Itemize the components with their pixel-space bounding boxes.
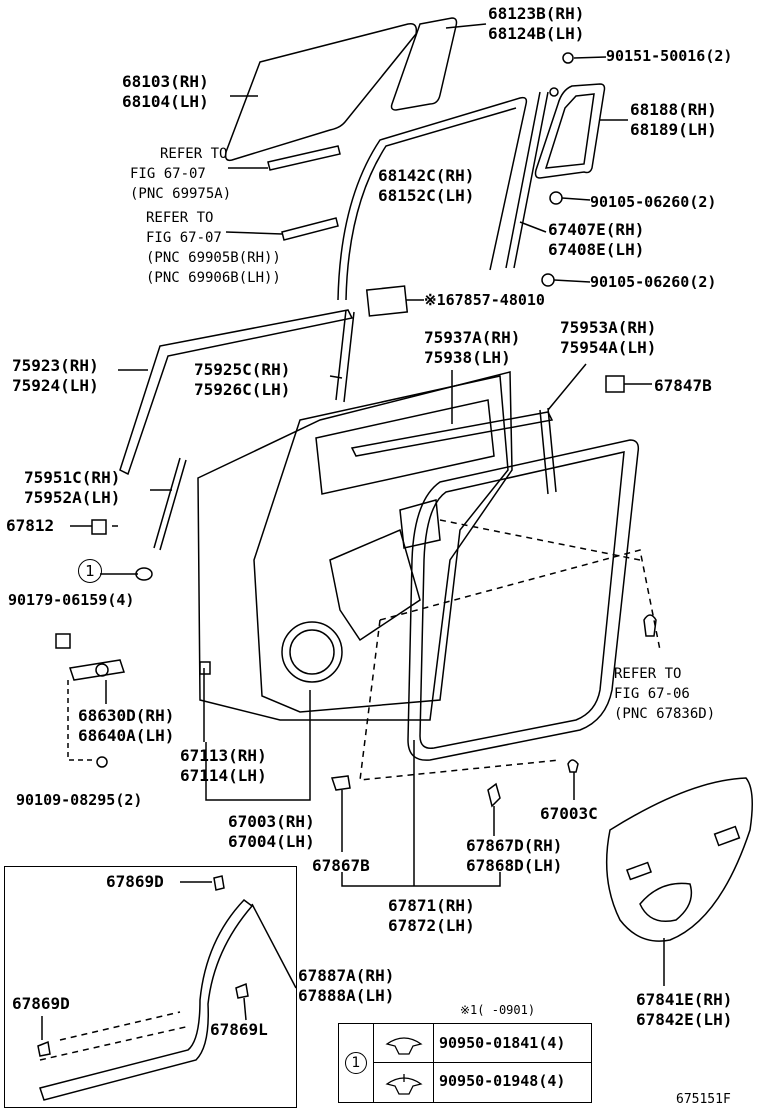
fixed-glass <box>534 83 606 179</box>
label-68123b: 68123B(RH)68124B(LH) <box>488 4 585 43</box>
label-75951c: 75951C(RH)75952A(LH) <box>24 468 121 507</box>
clip-icon <box>91 519 107 535</box>
label-75925c: 75925C(RH)75926C(LH) <box>194 360 291 399</box>
outer-weatherstrip <box>350 411 554 457</box>
label-67407e: 67407E(RH)67408E(LH) <box>548 220 645 259</box>
screw-icon <box>562 52 574 64</box>
label-68188: 68188(RH)68189(LH) <box>630 100 717 139</box>
division-bar <box>505 91 549 269</box>
door-inner-panel <box>253 375 509 713</box>
label-67887a: 67887A(RH)67888A(LH) <box>298 966 395 1005</box>
regulator <box>329 528 421 642</box>
label-67869d-top: 67869D <box>106 872 164 891</box>
label-68142c: 68142C(RH)68152C(LH) <box>378 166 475 205</box>
label-90105-a: 90105-06260(2) <box>590 193 717 211</box>
label-67113: 67113(RH)67114(LH) <box>180 746 267 785</box>
label-75923: 75923(RH)75924(LH) <box>12 356 99 395</box>
run-channel <box>337 96 528 301</box>
block-icon <box>605 375 625 393</box>
label-90179: 90179-06159(4) <box>8 591 135 609</box>
clip-icon <box>213 875 225 891</box>
label-90151: 90151-50016(2) <box>606 47 733 65</box>
door-glass <box>224 22 418 162</box>
label-67003: 67003(RH)67004(LH) <box>228 812 315 851</box>
door-weatherstrip <box>407 439 640 761</box>
moulding-strip <box>281 217 339 241</box>
clip-icon <box>235 982 249 999</box>
moulding-strip <box>267 145 341 171</box>
label-75953a: 75953A(RH)75954A(LH) <box>560 318 657 357</box>
label-67003c: 67003C <box>540 804 598 823</box>
label-67812: 67812 <box>6 516 55 535</box>
door-outer-panel <box>197 371 513 721</box>
label-67847b: 67847B <box>654 376 712 395</box>
label-67867d: 67867D(RH)67868D(LH) <box>466 836 563 875</box>
label-68630d: 68630D(RH)68640A(LH) <box>78 706 175 745</box>
plug-icon <box>385 1037 423 1055</box>
clip-icon <box>37 1040 51 1057</box>
screw-icon <box>549 191 563 205</box>
label-68103: 68103(RH)68104(LH) <box>122 72 209 111</box>
clip-icon <box>487 782 501 808</box>
legend-part-1: 90950-01841(4) <box>439 1034 566 1052</box>
label-90109: 90109-08295(2) <box>16 791 143 809</box>
bolt-icon <box>55 633 71 649</box>
legend-note: ※1( -0901) <box>460 1003 536 1017</box>
label-90105-b: 90105-06260(2) <box>590 273 717 291</box>
label-67869l: 67869L <box>210 1020 268 1039</box>
label-75937a: 75937A(RH)75938(LH) <box>424 328 521 367</box>
quarter-glass <box>390 17 458 111</box>
legend-table: 1 90950-01841(4) 90950-01948(4) <box>338 1023 592 1103</box>
clip-icon <box>567 759 579 773</box>
label-67869d-left: 67869D <box>12 994 70 1013</box>
figure-id: 675151F <box>676 1092 731 1107</box>
plug-icon <box>135 567 153 581</box>
door-check <box>69 659 125 681</box>
speaker-hole <box>281 621 343 683</box>
label-67841e: 67841E(RH)67842E(LH) <box>636 990 733 1029</box>
callout-circle-1: 1 <box>78 559 102 583</box>
legend-part-2: 90950-01948(4) <box>439 1072 566 1090</box>
label-67857: ※167857-48010 <box>424 291 545 309</box>
trim-handle <box>639 882 693 922</box>
clip-icon <box>330 775 351 791</box>
grommet-icon <box>385 1074 423 1095</box>
sticker-pad <box>365 285 409 317</box>
weatherstrip-vertical <box>539 407 557 495</box>
garnish-strip <box>335 309 355 403</box>
clip-icon <box>643 614 657 637</box>
label-67871: 67871(RH)67872(LH) <box>388 896 475 935</box>
belt-moulding <box>119 309 354 476</box>
inset-box <box>4 866 297 1108</box>
door-trim-panel <box>605 777 753 942</box>
label-67867b: 67867B <box>312 856 370 875</box>
screw-icon <box>541 273 555 287</box>
wheel-arch-moulding <box>39 898 254 1101</box>
legend-circle-1: 1 <box>345 1052 367 1074</box>
bolt-icon <box>96 756 108 768</box>
garnish-strip <box>153 457 187 551</box>
